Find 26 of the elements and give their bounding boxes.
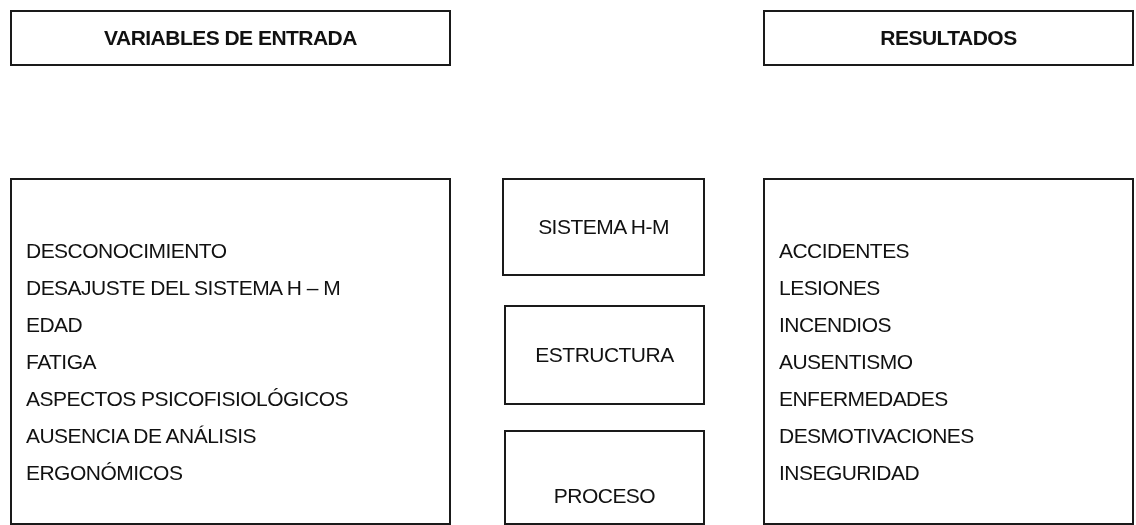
list-item: LESIONES [779, 275, 880, 301]
list-item: DESMOTIVACIONES [779, 423, 974, 449]
list-item: AUSENTISMO [779, 349, 913, 375]
title-text: VARIABLES DE ENTRADA [104, 25, 357, 52]
box-label: ESTRUCTURA [535, 342, 674, 369]
list-item: ENFERMEDADES [779, 386, 948, 412]
list-item: INSEGURIDAD [779, 460, 920, 486]
process-box [504, 430, 705, 525]
process-box [502, 178, 705, 276]
list-item: DESCONOCIMIENTO [26, 238, 227, 264]
title-text: RESULTADOS [880, 25, 1017, 52]
header-box [10, 10, 451, 66]
box-label: PROCESO [553, 482, 656, 509]
list-item: DESAJUSTE DEL SISTEMA H – M [26, 275, 341, 301]
list-box [763, 178, 1134, 525]
list-box [10, 178, 451, 525]
list-item: ASPECTOS PSICOFISIOLÓGICOS [26, 386, 349, 412]
list-item: ERGONÓMICOS [26, 460, 183, 486]
header-box [763, 10, 1134, 66]
list-item: FATIGA [26, 349, 96, 375]
box-label: SISTEMA H-M [538, 214, 669, 241]
list-item: AUSENCIA DE ANÁLISIS [26, 423, 256, 449]
process-box [504, 305, 705, 405]
list-item: INCENDIOS [779, 312, 891, 338]
list-item: EDAD [26, 312, 83, 338]
list-item: ACCIDENTES [779, 238, 910, 264]
